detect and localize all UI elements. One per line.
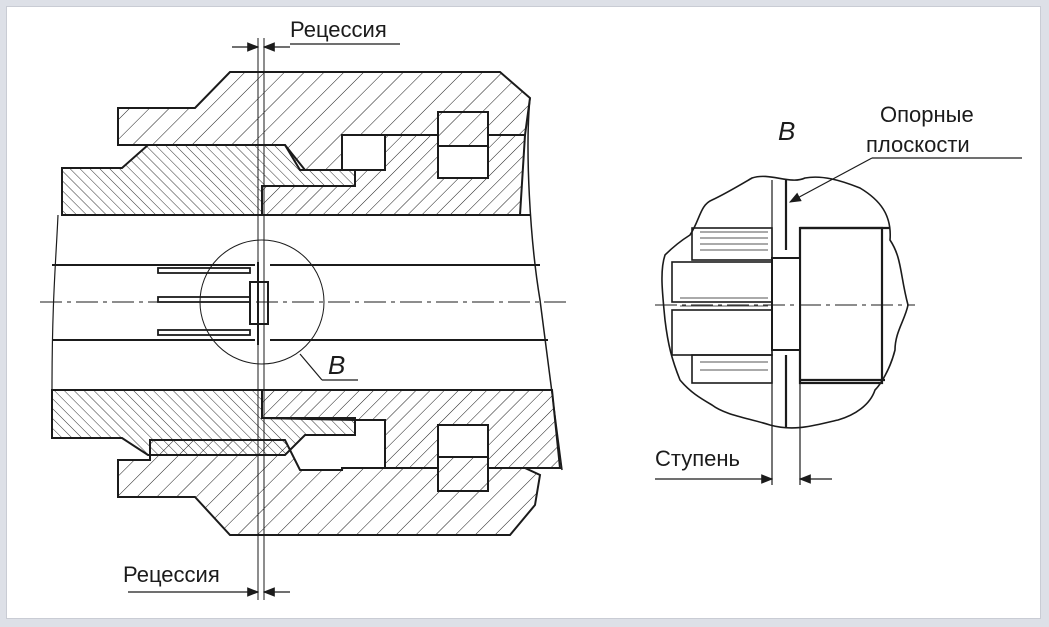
recession-top-dimension: [232, 42, 400, 52]
step-label: Ступень: [655, 446, 740, 471]
contact-finger-top: [157, 267, 251, 274]
support-planes-label-line2: плоскости: [866, 132, 970, 157]
main-section-view: [51, 38, 563, 600]
detail-title-letter: B: [778, 116, 795, 146]
detail-outline: [661, 175, 909, 429]
detail-view: [661, 175, 909, 485]
contact-finger-mid: [157, 296, 251, 303]
recession-top-label: Рецессия: [290, 17, 387, 42]
support-planes-leader: [788, 157, 1022, 203]
recession-bottom-label: Рецессия: [123, 562, 220, 587]
detail-callout: [299, 353, 358, 381]
support-planes-label-line1: Опорные: [880, 102, 974, 127]
detail-callout-letter: B: [328, 350, 345, 380]
contact-finger-bot: [157, 329, 251, 336]
